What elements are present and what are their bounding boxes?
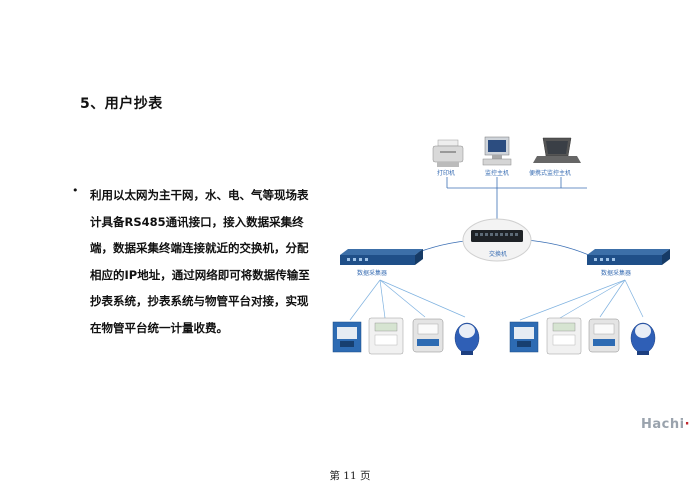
printer-label: 打印机 — [437, 169, 455, 177]
water-meter-icon — [454, 322, 480, 355]
switch-label: 交换机 — [489, 250, 507, 258]
data-collector-right-icon — [587, 249, 670, 265]
bullet-text: 利用以太网为主干网，水、电、气等现场表 计具备RS485通讯接口，接入数据采集终… — [90, 182, 326, 341]
electric-meter-icon — [546, 317, 582, 355]
bullet-line: 相应的IP地址，通过网络即可将数据传输至 — [90, 267, 310, 282]
gas-meter-icon — [412, 318, 444, 353]
bullet-line: 计具备RS485通讯接口，接入数据采集终 — [90, 214, 304, 229]
section-title: 5、用户抄表 — [80, 96, 163, 112]
brand-dot: · — [684, 417, 691, 432]
collector-right-label: 数据采集器 — [601, 269, 631, 277]
data-collector-left-icon — [340, 249, 423, 265]
bullet-marker: • — [72, 184, 79, 197]
breaker-meter-icon — [332, 321, 362, 353]
bullet-line: 在物管平台统一计量收费。 — [90, 320, 228, 335]
page-number: 第 11 页 — [329, 470, 371, 482]
breaker-meter-icon — [509, 321, 539, 353]
desktop-computer-icon — [482, 136, 512, 166]
switch-icon — [462, 218, 532, 262]
bullet-line: 端，数据采集终端连接就近的交换机，分配 — [90, 241, 309, 255]
brand-name: Hachi — [641, 417, 685, 432]
meter-link-lines — [349, 279, 644, 321]
bullet-line: 抄表系统，抄表系统与物管平台对接，实现 — [90, 294, 309, 308]
laptop-icon — [533, 137, 581, 163]
electric-meter-icon — [368, 317, 404, 355]
brand-logo: Hachi· — [641, 417, 690, 432]
bullet-line: 利用以太网为主干网，水、电、气等现场表 — [90, 188, 309, 202]
water-meter-icon — [630, 322, 656, 355]
host-label: 监控主机 — [485, 169, 509, 177]
collector-left-label: 数据采集器 — [357, 269, 387, 277]
printer-icon — [432, 139, 464, 167]
gas-meter-icon — [588, 318, 620, 353]
laptop-label: 便携式监控主机 — [529, 169, 571, 177]
network-diagram: 打印机 监控主机 便携式监控主机 交换机 数据 — [332, 136, 670, 355]
